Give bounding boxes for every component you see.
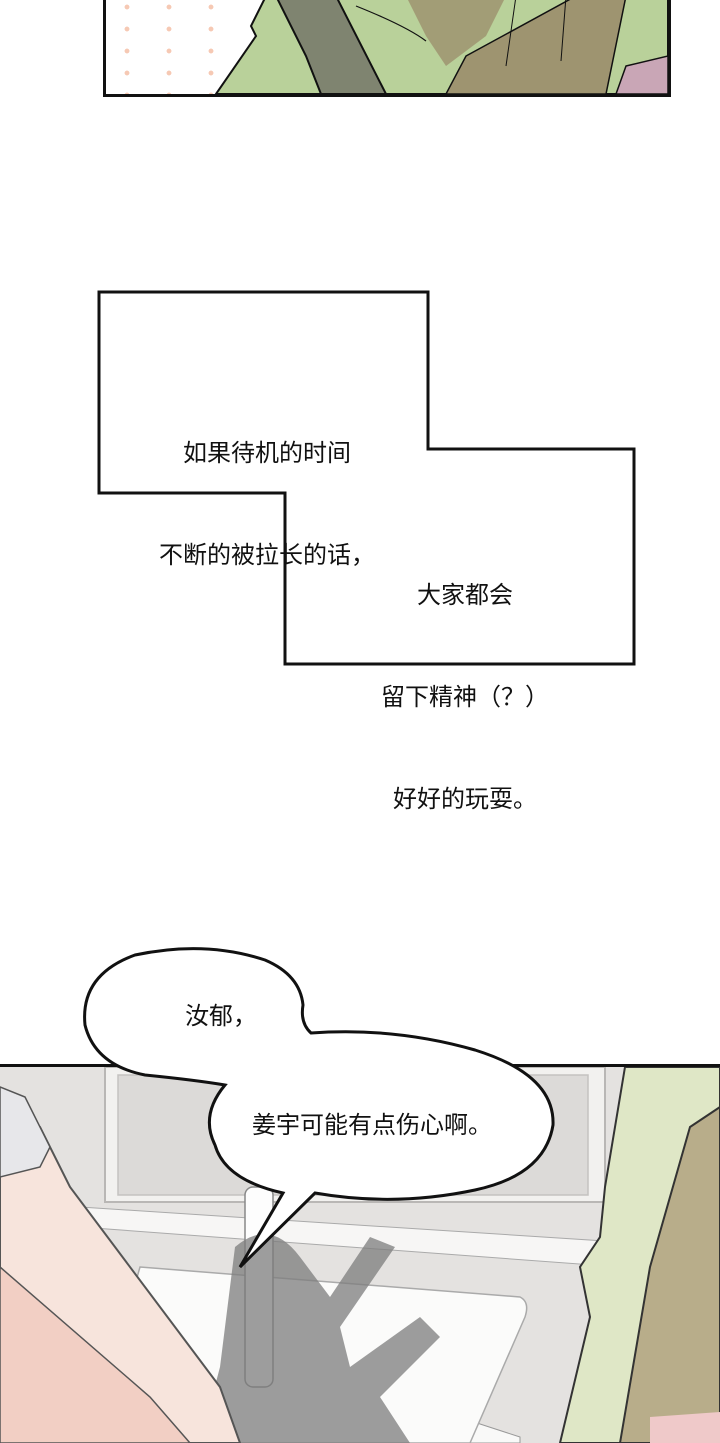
caption-text-2: 大家都会 留下精神（？） 好好的玩耍。 [360,510,570,850]
green-shirt-illustration [214,0,668,94]
caption-line: 如果待机的时间 [183,439,351,467]
speech-line-2: 姜宇可能有点伤心啊。 [252,1111,492,1139]
caption-line: 留下精神（？） [381,683,549,711]
dotted-background [106,0,246,94]
caption-text-1: 如果待机的时间 不断的被拉长的话， [132,368,402,606]
caption-box [97,290,636,666]
speech-bubble [83,947,555,1269]
comic-panel-top [103,0,671,97]
speech-line-1: 汝郁， [185,1002,257,1030]
caption-line: 好好的玩耍。 [393,785,537,813]
caption-line: 不断的被拉长的话， [159,541,375,569]
caption-line: 大家都会 [417,581,513,609]
